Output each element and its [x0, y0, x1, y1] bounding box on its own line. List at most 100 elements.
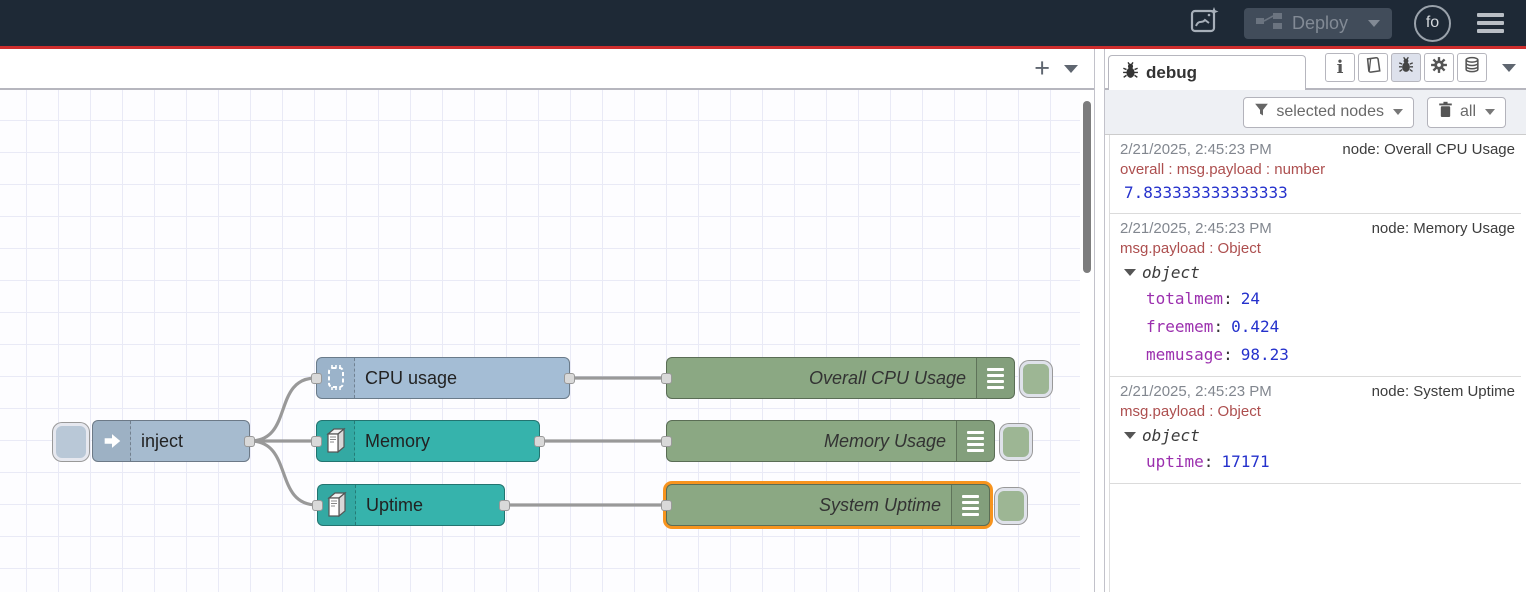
flow-canvas[interactable]: inject CPU usage — [0, 90, 1094, 592]
main-area: + — [0, 49, 1526, 592]
object-entry: uptime17171 — [1120, 448, 1515, 476]
node-debug-memory-usage[interactable]: Memory Usage — [661, 420, 1032, 462]
main-menu-button[interactable] — [1473, 9, 1508, 37]
debug-message-list: 2/21/2025, 2:45:23 PM node: Overall CPU … — [1109, 135, 1521, 592]
deploy-icon — [1255, 12, 1282, 34]
port[interactable] — [311, 436, 322, 447]
collapse-caret-icon — [1124, 268, 1136, 276]
node-label: Memory — [365, 430, 431, 451]
scrollbar-thumb[interactable] — [1083, 101, 1091, 273]
deploy-label: Deploy — [1291, 12, 1348, 33]
sidebar-tab-buttons: i — [1325, 53, 1516, 82]
debug-toggle-button[interactable] — [1020, 361, 1052, 397]
object-expander[interactable]: object — [1120, 259, 1515, 285]
canvas-vertical-scrollbar — [1080, 90, 1094, 592]
clear-messages-button[interactable]: all — [1426, 96, 1506, 128]
debug-message[interactable]: 2/21/2025, 2:45:23 PM node: Memory Usage… — [1110, 214, 1521, 377]
collapse-caret-icon — [1124, 431, 1136, 439]
node-label: System Uptime — [818, 494, 941, 515]
node-label: inject — [141, 430, 184, 451]
workspace-column: + — [0, 49, 1095, 592]
message-source-node: node: Memory Usage — [1371, 220, 1515, 237]
panel-splitter[interactable] — [1095, 49, 1105, 592]
sidebar-tabbar: debug i — [1105, 49, 1526, 90]
filter-label: selected nodes — [1276, 103, 1384, 120]
user-avatar[interactable]: fo — [1414, 4, 1451, 42]
port[interactable] — [312, 500, 323, 511]
clear-caret-icon — [1485, 109, 1495, 115]
node-label: Overall CPU Usage — [808, 367, 966, 388]
node-cpu-usage[interactable]: CPU usage — [311, 357, 575, 399]
debug-toggle-button[interactable] — [1000, 424, 1032, 460]
wire-inject-uptime[interactable] — [248, 439, 319, 507]
deploy-options-caret-icon[interactable] — [1368, 19, 1380, 27]
inject-trigger-button[interactable] — [53, 423, 89, 461]
node-inject[interactable]: inject — [53, 420, 255, 462]
add-flow-button[interactable]: + — [1034, 53, 1050, 83]
avatar-initials: fo — [1425, 14, 1440, 31]
node-uptime[interactable]: Uptime — [312, 484, 510, 526]
tab-info-button[interactable]: i — [1325, 53, 1355, 82]
object-entry: totalmem24 — [1120, 285, 1515, 313]
object-entry: memusage98.23 — [1120, 341, 1515, 369]
tab-config-button[interactable] — [1424, 53, 1454, 82]
book-icon — [1364, 56, 1382, 79]
port[interactable] — [661, 373, 672, 384]
tab-debug-button[interactable] — [1391, 53, 1421, 82]
gear-icon — [1430, 56, 1448, 79]
hamburger-icon — [1477, 13, 1504, 17]
debug-console-icon — [956, 421, 994, 461]
tab-help-button[interactable] — [1358, 53, 1388, 82]
debug-toolbar: selected nodes all — [1105, 90, 1526, 135]
wire-inject-cpu[interactable] — [248, 376, 318, 443]
debug-toggle-button[interactable] — [995, 488, 1027, 524]
message-source-node: node: System Uptime — [1371, 383, 1515, 400]
object-type-label: object — [1142, 262, 1200, 282]
debug-message[interactable]: 2/21/2025, 2:45:23 PM node: System Uptim… — [1110, 377, 1521, 484]
computer-tower-icon — [317, 421, 355, 461]
tab-context-button[interactable] — [1457, 53, 1487, 82]
cpu-chip-icon — [317, 358, 355, 398]
clear-label: all — [1459, 103, 1476, 120]
deploy-button[interactable]: Deploy — [1243, 7, 1392, 39]
port[interactable] — [564, 373, 575, 384]
filter-button[interactable]: selected nodes — [1243, 96, 1414, 128]
port[interactable] — [499, 500, 510, 511]
workspace-tabbar: + — [0, 49, 1094, 90]
info-icon: i — [1336, 57, 1344, 78]
port[interactable] — [534, 436, 545, 447]
inject-icon — [93, 421, 131, 461]
filter-caret-icon — [1392, 109, 1403, 115]
flow-assistant-button[interactable] — [1188, 6, 1222, 41]
node-label: Memory Usage — [823, 430, 946, 451]
debug-console-icon — [976, 358, 1014, 398]
port[interactable] — [311, 373, 322, 384]
flow-list-caret-icon[interactable] — [1064, 64, 1078, 73]
message-value: 7.833333333333333 — [1124, 183, 1288, 202]
flow-assistant-icon — [1189, 6, 1221, 41]
node-debug-overall-cpu-usage[interactable]: Overall CPU Usage — [661, 357, 1052, 399]
port[interactable] — [661, 500, 672, 511]
port[interactable] — [244, 436, 255, 447]
node-label: CPU usage — [365, 367, 458, 388]
tab-label: debug — [1146, 63, 1197, 82]
message-meta: msg.payload : Object — [1120, 240, 1261, 257]
debug-sidebar: debug i — [1105, 49, 1526, 592]
message-timestamp: 2/21/2025, 2:45:23 PM — [1120, 383, 1272, 400]
funnel-icon — [1254, 102, 1269, 122]
tab-debug[interactable]: debug — [1108, 55, 1306, 90]
object-expander[interactable]: object — [1120, 422, 1515, 448]
object-entry: freemem0.424 — [1120, 313, 1515, 341]
message-meta: overall : msg.payload : number — [1120, 161, 1326, 178]
sidebar-options-caret-icon[interactable] — [1502, 63, 1516, 72]
node-memory[interactable]: Memory — [311, 420, 545, 462]
database-icon — [1463, 56, 1481, 79]
node-debug-system-uptime[interactable]: System Uptime — [661, 484, 1027, 526]
object-type-label: object — [1142, 425, 1200, 445]
debug-message[interactable]: 2/21/2025, 2:45:23 PM node: Overall CPU … — [1110, 135, 1521, 214]
trash-icon — [1438, 101, 1453, 123]
message-source-node: node: Overall CPU Usage — [1342, 141, 1515, 158]
port[interactable] — [661, 436, 672, 447]
message-meta: msg.payload : Object — [1120, 403, 1261, 420]
